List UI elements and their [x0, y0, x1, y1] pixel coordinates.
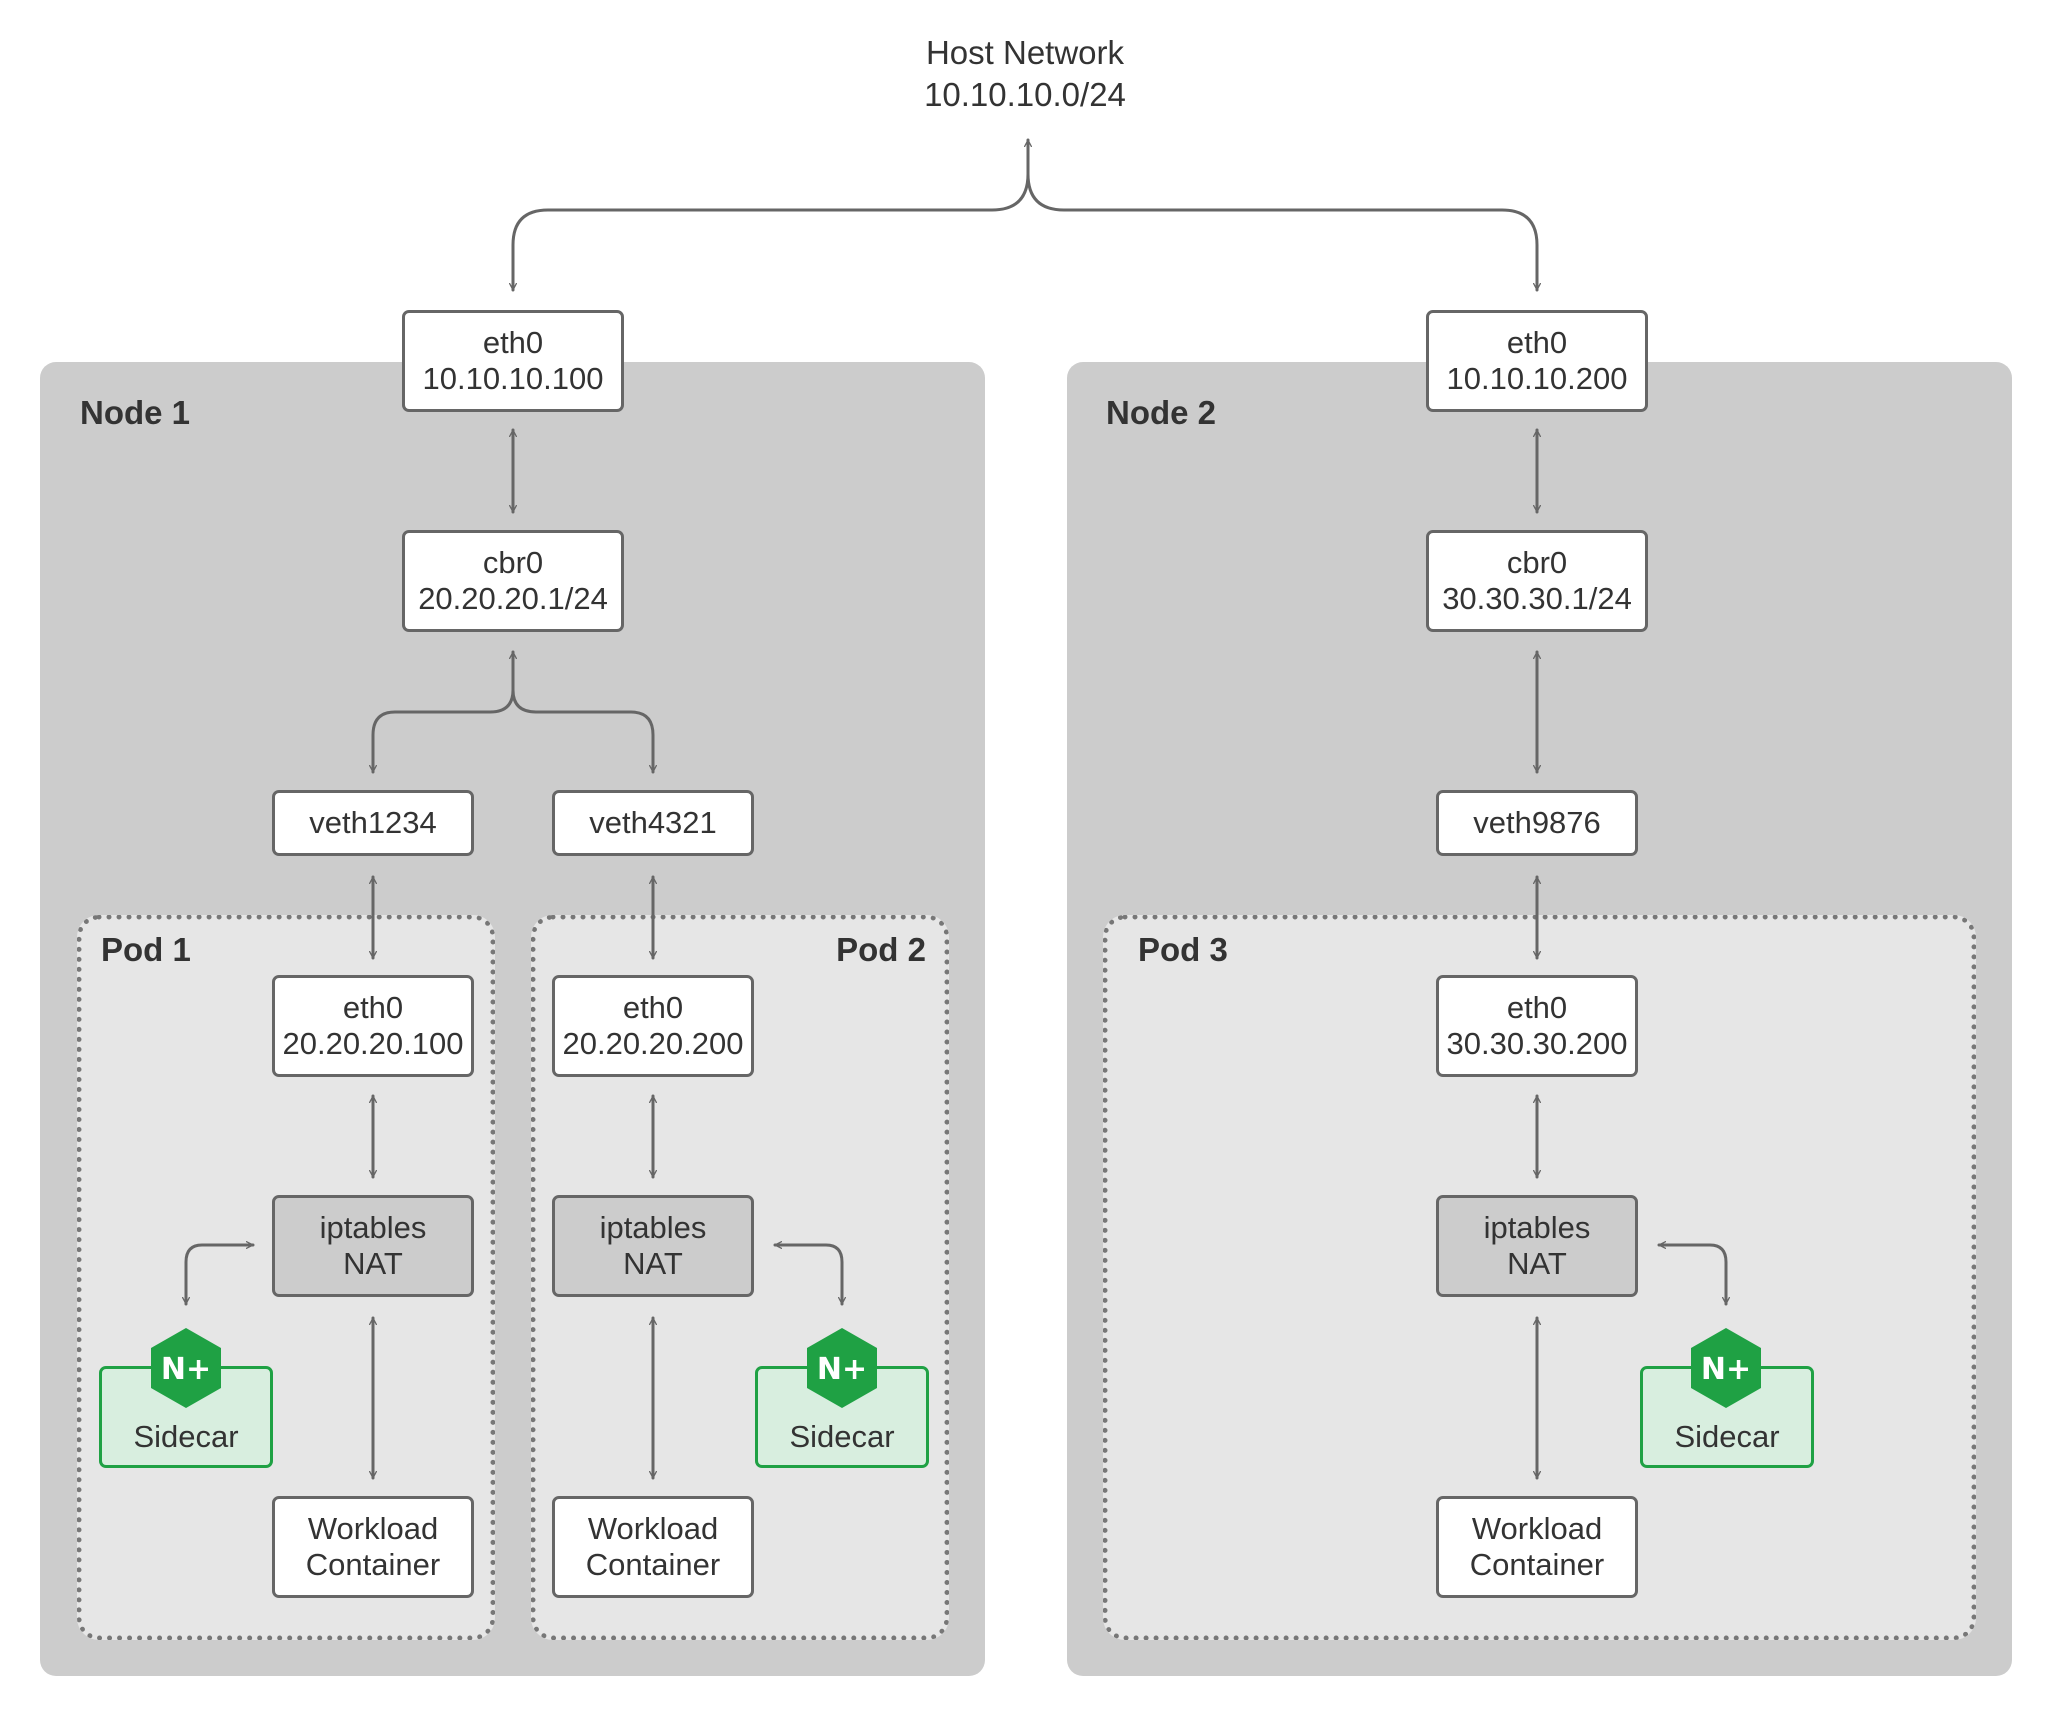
sidecar-label: Sidecar [1674, 1419, 1780, 1454]
workload-label: Workload [587, 1511, 719, 1546]
nginx-plus-hexagon-icon: N+ [151, 1328, 221, 1408]
container-label: Container [305, 1547, 441, 1582]
nginx-plus-logo-text: N+ [1701, 1352, 1751, 1387]
nginx-plus-logo-text: N+ [817, 1352, 867, 1387]
pod-1-iptables-nat-box: iptables NAT [272, 1195, 474, 1297]
pod-3-label: Pod 3 [1138, 931, 1228, 968]
bridge-name: cbr0 [482, 545, 544, 580]
nginx-plus-hexagon-icon: N+ [807, 1328, 877, 1408]
pod-1-workload-container-box: Workload Container [272, 1496, 474, 1598]
node-2-label: Node 2 [1106, 394, 1217, 431]
sidecar-label: Sidecar [133, 1419, 239, 1454]
nat-label: NAT [1507, 1246, 1567, 1281]
bridge-subnet: 20.20.20.1/24 [418, 581, 608, 616]
interface-ip: 10.10.10.100 [422, 361, 604, 396]
pod-2-workload-container-box: Workload Container [552, 1496, 754, 1598]
workload-label: Workload [307, 1511, 439, 1546]
iptables-label: iptables [599, 1210, 707, 1245]
veth9876-box: veth9876 [1436, 790, 1638, 856]
interface-name: eth0 [1506, 990, 1568, 1025]
pod-2-label: Pod 2 [836, 931, 926, 968]
veth-name: veth1234 [309, 805, 437, 840]
pod-1-label: Pod 1 [101, 931, 191, 968]
node-1-cbr0-box: cbr0 20.20.20.1/24 [402, 530, 624, 632]
pod3-nat-sidecar-link [1657, 1245, 1726, 1306]
interface-ip: 10.10.10.200 [1446, 361, 1628, 396]
host-link-node2 [1026, 172, 1537, 292]
pod-2-iptables-nat-box: iptables NAT [552, 1195, 754, 1297]
veth4321-box: veth4321 [552, 790, 754, 856]
node1-cbr0-veth4321-link [511, 688, 653, 774]
pod-3-eth0-box: eth0 30.30.30.200 [1436, 975, 1638, 1077]
bridge-name: cbr0 [1506, 545, 1568, 580]
nat-label: NAT [623, 1246, 683, 1281]
container-label: Container [1469, 1547, 1605, 1582]
interface-name: eth0 [1506, 325, 1568, 360]
pod-2-sidecar-box: Sidecar [755, 1366, 929, 1468]
container-label: Container [585, 1547, 721, 1582]
node-2-cbr0-box: cbr0 30.30.30.1/24 [1426, 530, 1648, 632]
nginx-plus-hexagon-icon: N+ [1691, 1328, 1761, 1408]
nginx-plus-logo-text: N+ [161, 1352, 211, 1387]
interface-ip: 30.30.30.200 [1446, 1026, 1628, 1061]
pod1-nat-sidecar-link [186, 1245, 255, 1306]
pod2-nat-sidecar-link [773, 1245, 842, 1306]
pod-2-eth0-box: eth0 20.20.20.200 [552, 975, 754, 1077]
host-network-title: Host Network 10.10.10.0/24 [870, 32, 1180, 116]
bridge-subnet: 30.30.30.1/24 [1442, 581, 1632, 616]
pod-1-eth0-box: eth0 20.20.20.100 [272, 975, 474, 1077]
workload-label: Workload [1471, 1511, 1603, 1546]
node-1-label: Node 1 [80, 394, 191, 431]
interface-name: eth0 [482, 325, 544, 360]
sidecar-label: Sidecar [789, 1419, 895, 1454]
interface-name: eth0 [622, 990, 684, 1025]
interface-ip: 20.20.20.200 [562, 1026, 744, 1061]
node-1-eth0-box: eth0 10.10.10.100 [402, 310, 624, 412]
iptables-label: iptables [319, 1210, 427, 1245]
iptables-label: iptables [1483, 1210, 1591, 1245]
pod-3-iptables-nat-box: iptables NAT [1436, 1195, 1638, 1297]
pod-3-workload-container-box: Workload Container [1436, 1496, 1638, 1598]
host-link-node1 [513, 138, 1028, 292]
host-network-subnet: 10.10.10.0/24 [924, 76, 1126, 113]
interface-name: eth0 [342, 990, 404, 1025]
node-2-eth0-box: eth0 10.10.10.200 [1426, 310, 1648, 412]
veth-name: veth9876 [1473, 805, 1601, 840]
veth1234-box: veth1234 [272, 790, 474, 856]
node1-cbr0-veth1234-link [373, 650, 513, 774]
nat-label: NAT [343, 1246, 403, 1281]
interface-ip: 20.20.20.100 [282, 1026, 464, 1061]
veth-name: veth4321 [589, 805, 717, 840]
host-network-label: Host Network [925, 34, 1125, 71]
